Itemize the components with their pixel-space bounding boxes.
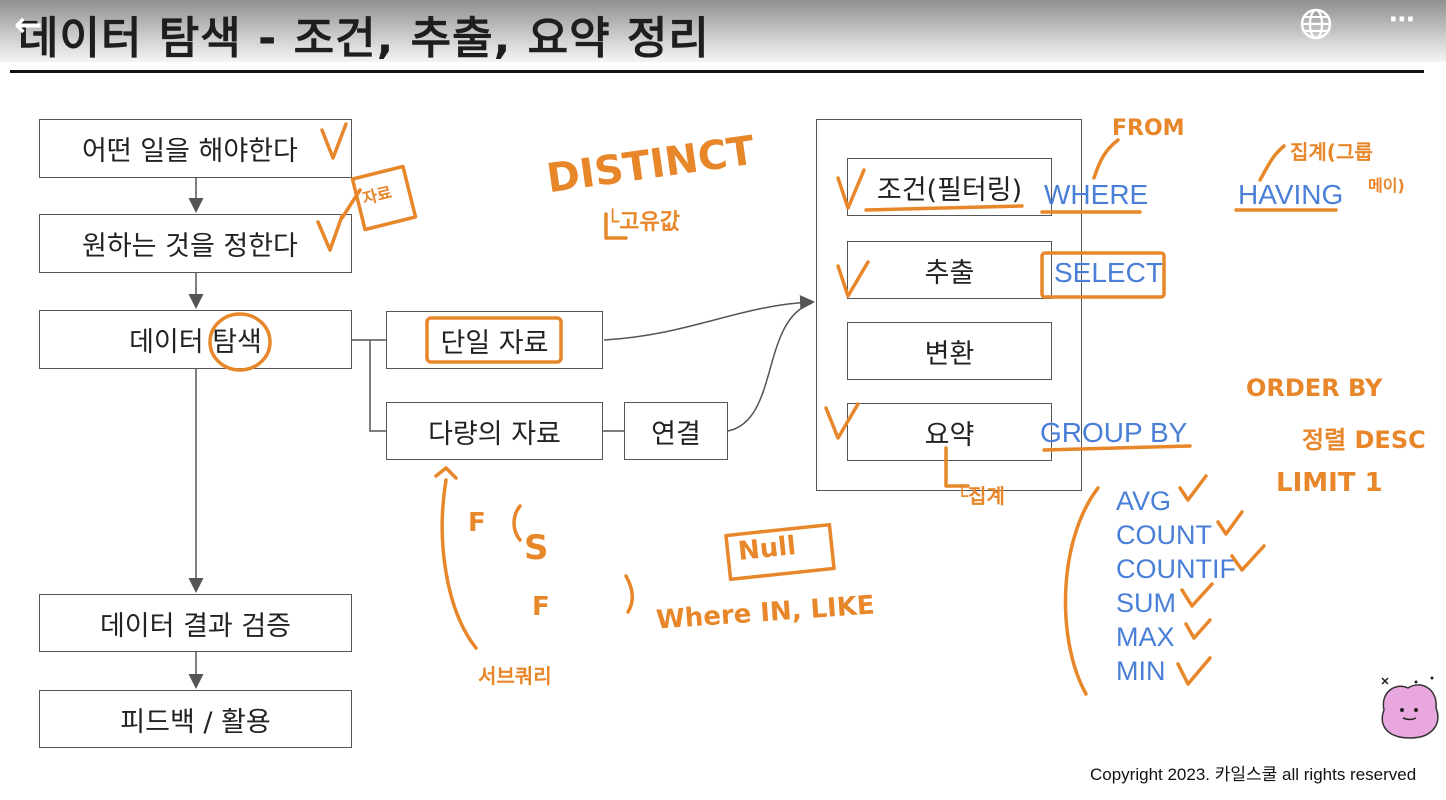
note-having-aggregate: 집계(그룹 bbox=[1290, 140, 1373, 164]
back-arrow-icon[interactable]: ← bbox=[14, 5, 43, 45]
flow-step-decide-label: 원하는 것을 정한다 bbox=[82, 231, 298, 262]
flow-step-verify-label: 데이터 결과 검증 bbox=[99, 610, 292, 642]
agg-min: MIN bbox=[1116, 656, 1166, 686]
flow-step-verify: 데이터 결과 검증 bbox=[39, 594, 352, 652]
note-limit: LIMIT 1 bbox=[1276, 468, 1383, 498]
op-extract-box: 추출 bbox=[847, 241, 1052, 299]
join-label: 연결 bbox=[651, 418, 701, 450]
slide-title: 데이터 탐색 - 조건, 추출, 요약 정리 bbox=[18, 13, 710, 64]
more-options-icon[interactable]: ⋯ bbox=[1389, 4, 1415, 34]
note-from: FROM bbox=[1112, 116, 1185, 141]
op-summary-box: 요약 bbox=[847, 403, 1052, 461]
flow-step-explore: 데이터 탐색 bbox=[39, 310, 352, 369]
note-subquery: 서브쿼리 bbox=[478, 664, 552, 688]
agg-countif: COUNTIF bbox=[1116, 554, 1236, 584]
agg-count: COUNT bbox=[1116, 520, 1212, 550]
op-extract-label: 추출 bbox=[924, 257, 975, 289]
note-s: S bbox=[524, 528, 549, 568]
single-data-label: 단일 자료 bbox=[440, 327, 549, 359]
sql-where: WHERE bbox=[1044, 179, 1149, 210]
flow-step-explore-label: 데이터 탐색 bbox=[129, 327, 262, 358]
flow-step-feedback: 피드백 / 활용 bbox=[39, 690, 352, 748]
title-divider bbox=[10, 70, 1424, 73]
note-order-desc: 정렬 DESC bbox=[1302, 426, 1426, 454]
operations-container bbox=[816, 119, 1082, 491]
note-summary-aggregate: └집계 bbox=[956, 484, 1005, 508]
ditto-mascot-icon bbox=[1381, 676, 1439, 739]
note-having-aggregate-2: 메이) bbox=[1368, 176, 1405, 195]
flow-step-decide: 원하는 것을 정한다 bbox=[39, 214, 352, 273]
sql-select: SELECT bbox=[1054, 257, 1163, 288]
agg-avg: AVG bbox=[1116, 486, 1172, 516]
note-null: Null bbox=[736, 531, 798, 567]
sql-group-by: GROUP BY bbox=[1040, 417, 1188, 448]
note-f1: F bbox=[468, 508, 486, 538]
flow-step-task-label: 어떤 일을 해야한다 bbox=[82, 136, 298, 167]
flow-step-feedback-label: 피드백 / 활용 bbox=[120, 706, 271, 738]
single-data-box: 단일 자료 bbox=[386, 311, 603, 369]
note-order-by: ORDER BY bbox=[1246, 374, 1383, 402]
multi-data-label: 다량의 자료 bbox=[428, 418, 561, 450]
note-distinct-unique: └고유값 bbox=[606, 210, 680, 235]
video-top-bar bbox=[0, 0, 1446, 62]
op-condition-label: 조건(필터링) bbox=[876, 174, 1023, 206]
op-transform-label: 변환 bbox=[924, 338, 975, 370]
agg-max: MAX bbox=[1116, 622, 1175, 652]
copyright-text: Copyright 2023. 카일스쿨 all rights reserved bbox=[1090, 765, 1417, 784]
join-box: 연결 bbox=[624, 402, 728, 460]
op-transform-box: 변환 bbox=[847, 322, 1052, 380]
sql-having: HAVING bbox=[1238, 179, 1344, 210]
globe-icon[interactable] bbox=[1298, 6, 1334, 42]
flow-step-task: 어떤 일을 해야한다 bbox=[39, 119, 352, 178]
multi-data-box: 다량의 자료 bbox=[386, 402, 603, 460]
note-f2: F bbox=[532, 592, 550, 622]
agg-sum: SUM bbox=[1116, 588, 1176, 618]
op-summary-label: 요약 bbox=[924, 419, 975, 451]
